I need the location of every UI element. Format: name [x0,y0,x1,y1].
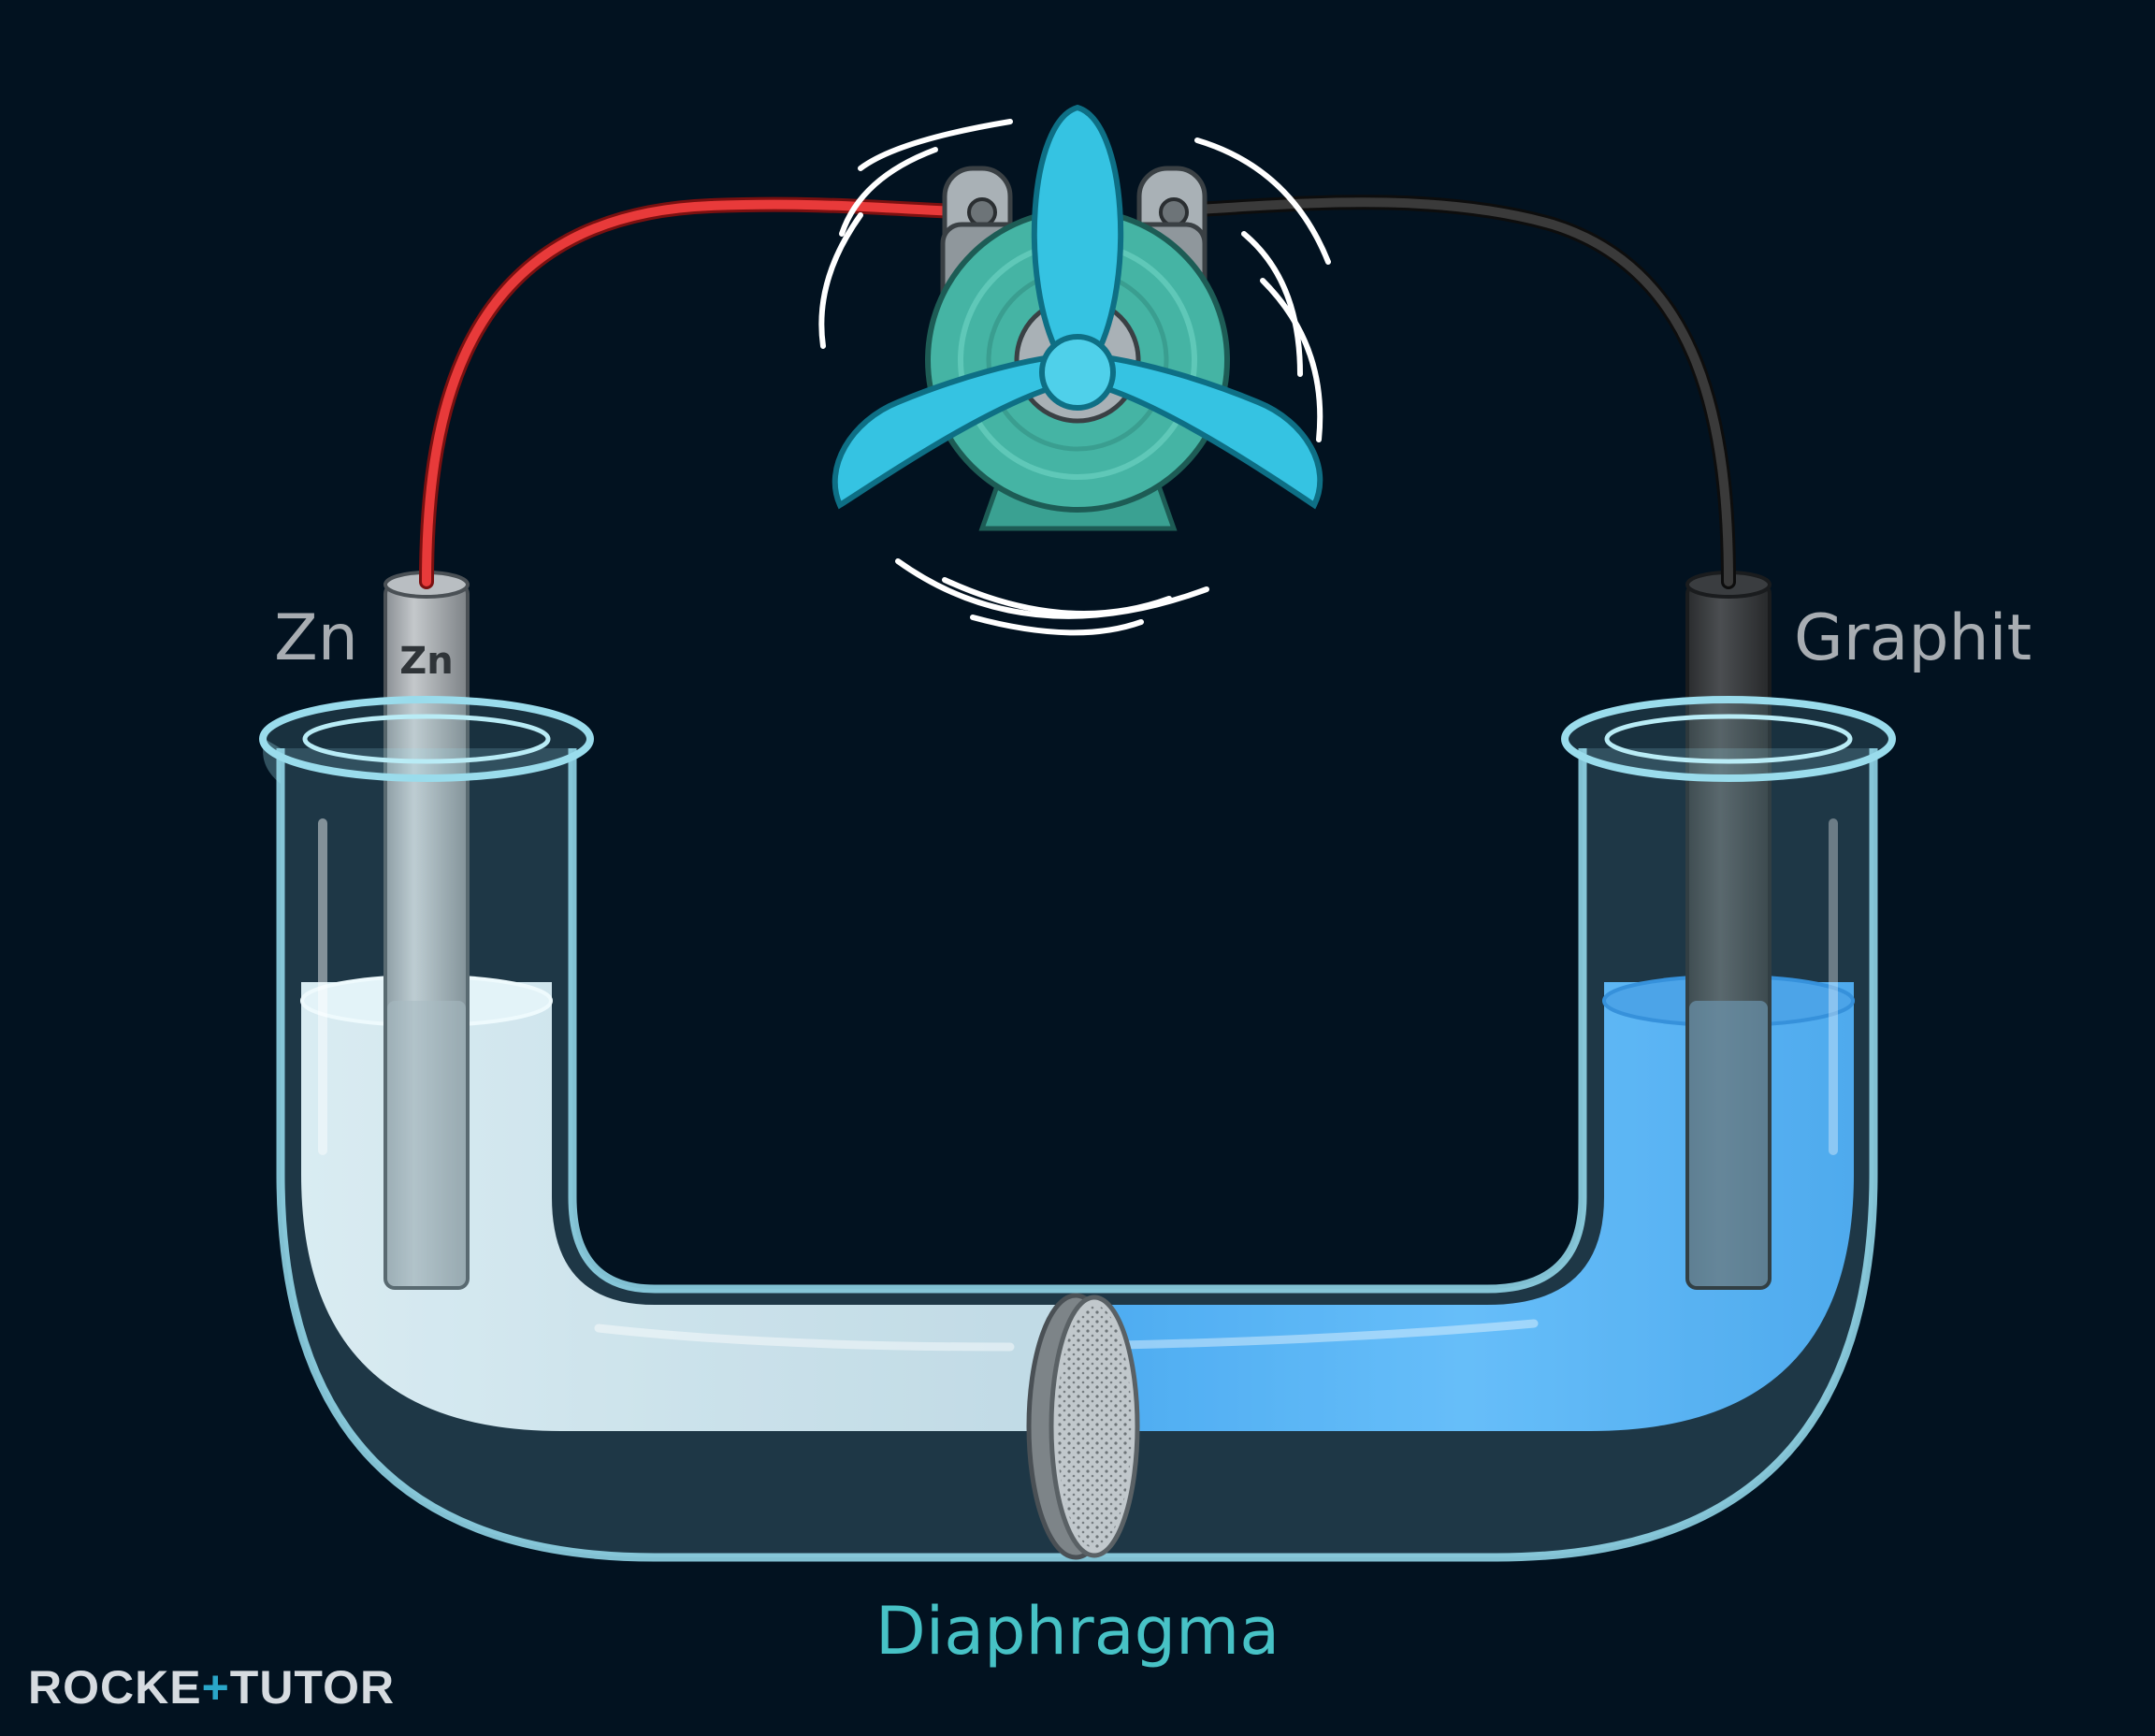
left-tube-rim [259,696,594,784]
diaphragm-label: Diaphragma [875,1593,1280,1670]
left-electrode-label: Zn [274,601,358,675]
motor-terminal-left [967,197,997,227]
rod-marking-text: Zn [399,640,453,683]
diaphragm-disc [1026,1293,1140,1560]
red-wire [419,196,990,589]
motor-terminal-right [1159,197,1189,227]
right-tube-rim [1561,696,1896,782]
motion-lines [818,119,1331,636]
fan-propeller-icon [832,104,1323,510]
black-wire [1166,195,1736,589]
rocketutor-logo: ROCKE+TUTOR [28,1661,396,1714]
right-electrode-label: Graphit [1794,601,2032,675]
